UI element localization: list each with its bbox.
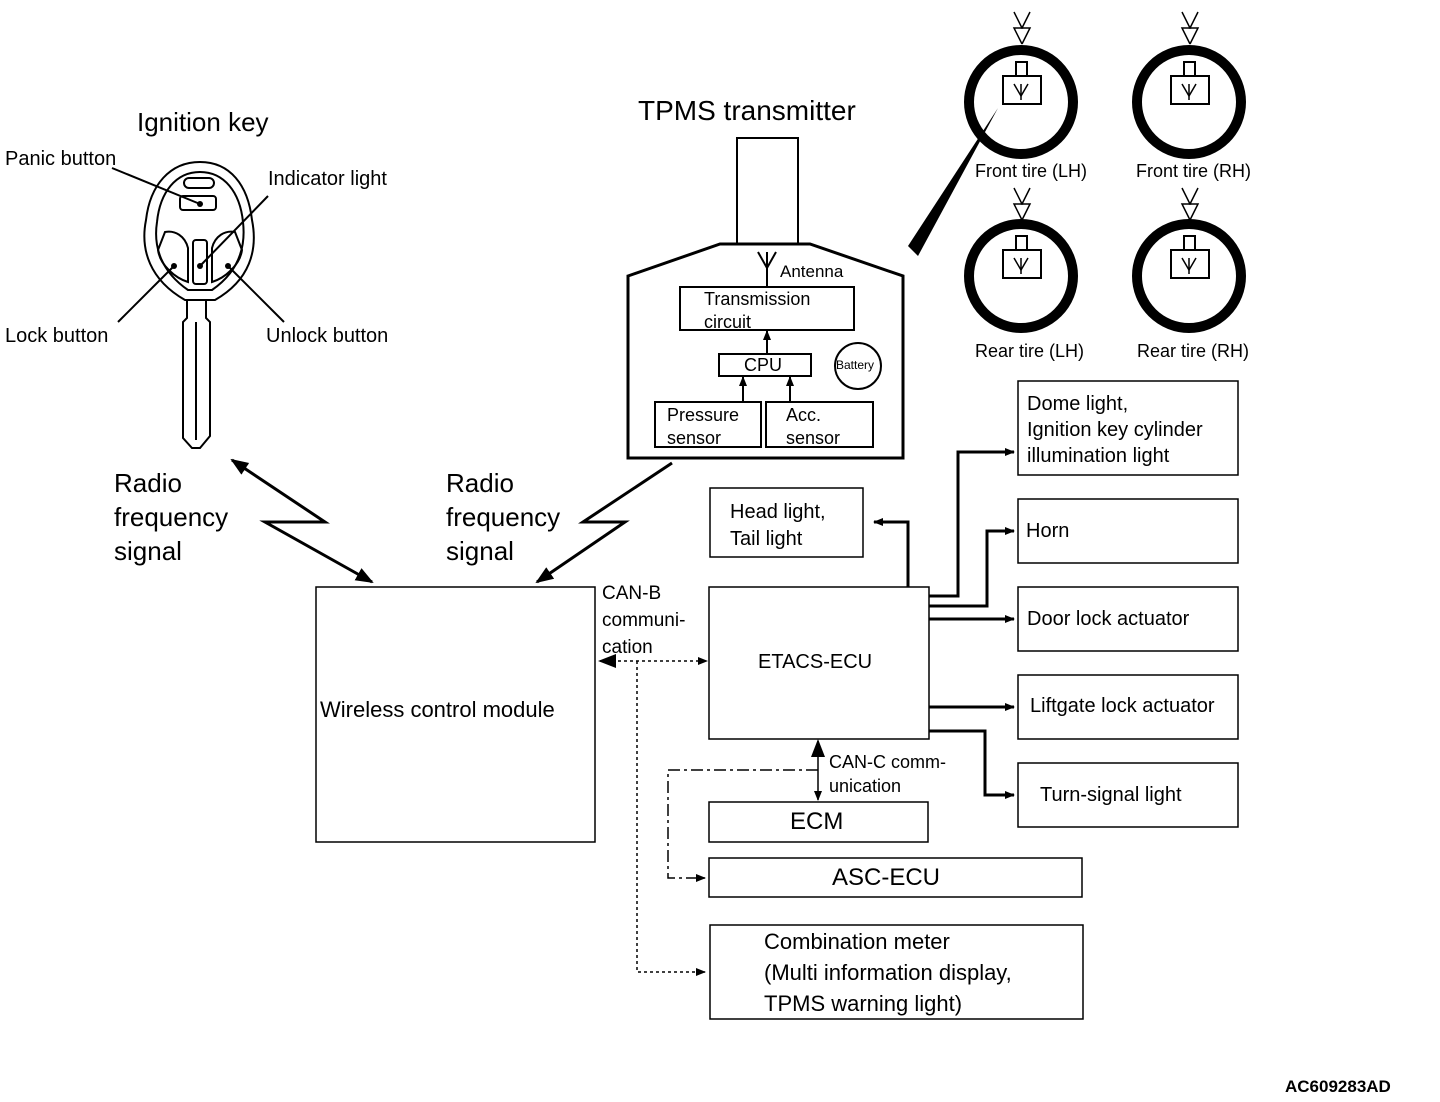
transmission-circuit-label: Transmission circuit: [704, 288, 810, 334]
liftgate-box: [1017, 674, 1239, 740]
can-b-lines: [598, 654, 708, 976]
horn-label: Horn: [1026, 520, 1070, 542]
can-c-line1: CAN-C comm-: [829, 752, 946, 772]
door-lock-box: [1017, 586, 1239, 652]
ecm-box: [708, 801, 929, 843]
combination-meter-label: Combination meter (Multi information dis…: [764, 926, 1012, 1019]
tpms-transmitter-title: TPMS transmitter: [638, 95, 856, 126]
rf-signal-left-label: Radio frequency signal: [114, 466, 228, 568]
etacs-ecu-label: ETACS-ECU: [758, 651, 873, 673]
turn-signal-light-label: Turn-signal light: [1040, 784, 1182, 806]
pressure-sensor-line1: Pressure: [667, 405, 740, 425]
head-light-line2: Tail light: [730, 528, 803, 550]
can-b-label: CAN-B communi- cation: [602, 580, 685, 661]
rf-signal-right-line3: signal: [446, 536, 514, 566]
antenna-label: Antenna: [780, 262, 844, 281]
can-c-lines: [667, 739, 825, 882]
rf-signal-right-line2: frequency: [446, 502, 561, 532]
dome-light-line2: Ignition key cylinder: [1027, 419, 1203, 441]
ignition-key-title: Ignition key: [137, 107, 269, 137]
transmission-circuit-line1: Transmission: [704, 289, 811, 309]
transmission-circuit-line2: circuit: [704, 312, 752, 332]
rf-signal-right-line1: Radio: [446, 468, 514, 498]
figure-id: AC609283AD: [1285, 1077, 1391, 1096]
lock-button-label: Lock button: [5, 325, 109, 347]
asc-ecu-label: ASC-ECU: [832, 864, 941, 891]
cpu-label: CPU: [744, 355, 783, 375]
unlock-button-shape: [211, 230, 244, 284]
front-tire-lh-label: Front tire (LH): [975, 161, 1088, 181]
asc-ecu-box: [708, 857, 1083, 898]
wireless-control-module-box: [315, 586, 596, 843]
can-b-line3: cation: [602, 637, 653, 658]
rear-tire-rh-label: Rear tire (RH): [1137, 341, 1250, 361]
tire-front-rh: [1132, 11, 1246, 159]
combination-meter-line2: (Multi information display,: [764, 960, 1012, 985]
ecm-label: ECM: [790, 808, 844, 835]
unlock-button-label: Unlock button: [266, 325, 389, 347]
head-light-label: Head light, Tail light: [730, 499, 826, 553]
wireless-control-module-label: Wireless control module: [320, 697, 555, 722]
acc-sensor-label: Acc. sensor: [786, 404, 840, 450]
tire-rear-rh: [1132, 187, 1246, 333]
door-lock-actuator-label: Door lock actuator: [1027, 608, 1190, 630]
head-light-line1: Head light,: [730, 501, 826, 523]
tire-front-lh: [964, 11, 1078, 159]
key-leader-lines: [111, 167, 285, 323]
tire-rear-lh: [964, 187, 1078, 333]
key-leader-dots: [171, 201, 231, 269]
liftgate-lock-actuator-label: Liftgate lock actuator: [1030, 695, 1215, 717]
indicator-light-label: Indicator light: [268, 168, 387, 190]
front-tire-rh-label: Front tire (RH): [1136, 161, 1252, 181]
panic-button-shape: [179, 195, 217, 211]
key-blade: [182, 300, 211, 449]
head-light-box: [709, 487, 864, 558]
dome-light-box: [1017, 380, 1239, 476]
lock-button-shape: [156, 230, 189, 284]
panic-button-label: Panic button: [5, 148, 117, 170]
combination-meter-box: [709, 924, 1084, 1020]
tpms-antenna-icon: [757, 251, 777, 287]
rf-arrow-key-to-wcm: [230, 458, 374, 584]
pressure-sensor-line2: sensor: [667, 428, 722, 448]
rear-tire-lh-label: Rear tire (LH): [975, 341, 1085, 361]
dome-light-line3: illumination light: [1027, 445, 1170, 467]
horn-box: [1017, 498, 1239, 564]
combination-meter-line1: Combination meter: [764, 929, 950, 954]
can-c-line2: unication: [829, 776, 902, 796]
rf-signal-left-line1: Radio: [114, 468, 182, 498]
rf-signal-left-line2: frequency: [114, 502, 229, 532]
dome-light-line1: Dome light,: [1027, 393, 1129, 415]
rf-signal-left-line3: signal: [114, 536, 182, 566]
acc-sensor-line1: Acc.: [786, 405, 822, 425]
battery-label: Battery: [836, 358, 875, 372]
acc-sensor-line2: sensor: [786, 428, 841, 448]
tpms-pointer-wedge: [908, 108, 998, 256]
can-c-label: CAN-C comm- unication: [829, 750, 946, 798]
pressure-sensor-label: Pressure sensor: [667, 404, 739, 450]
etacs-output-lines: [873, 448, 1015, 799]
turn-signal-box: [1017, 762, 1239, 828]
can-b-line1: CAN-B: [602, 583, 662, 604]
dome-light-label: Dome light, Ignition key cylinder illumi…: [1027, 391, 1203, 469]
combination-meter-line3: TPMS warning light): [764, 991, 963, 1016]
ignition-key-drawing: [143, 160, 255, 449]
rf-signal-right-label: Radio frequency signal: [446, 466, 560, 568]
rf-arrow-tpms-to-wcm: [535, 461, 673, 584]
can-b-line2: communi-: [602, 610, 686, 631]
